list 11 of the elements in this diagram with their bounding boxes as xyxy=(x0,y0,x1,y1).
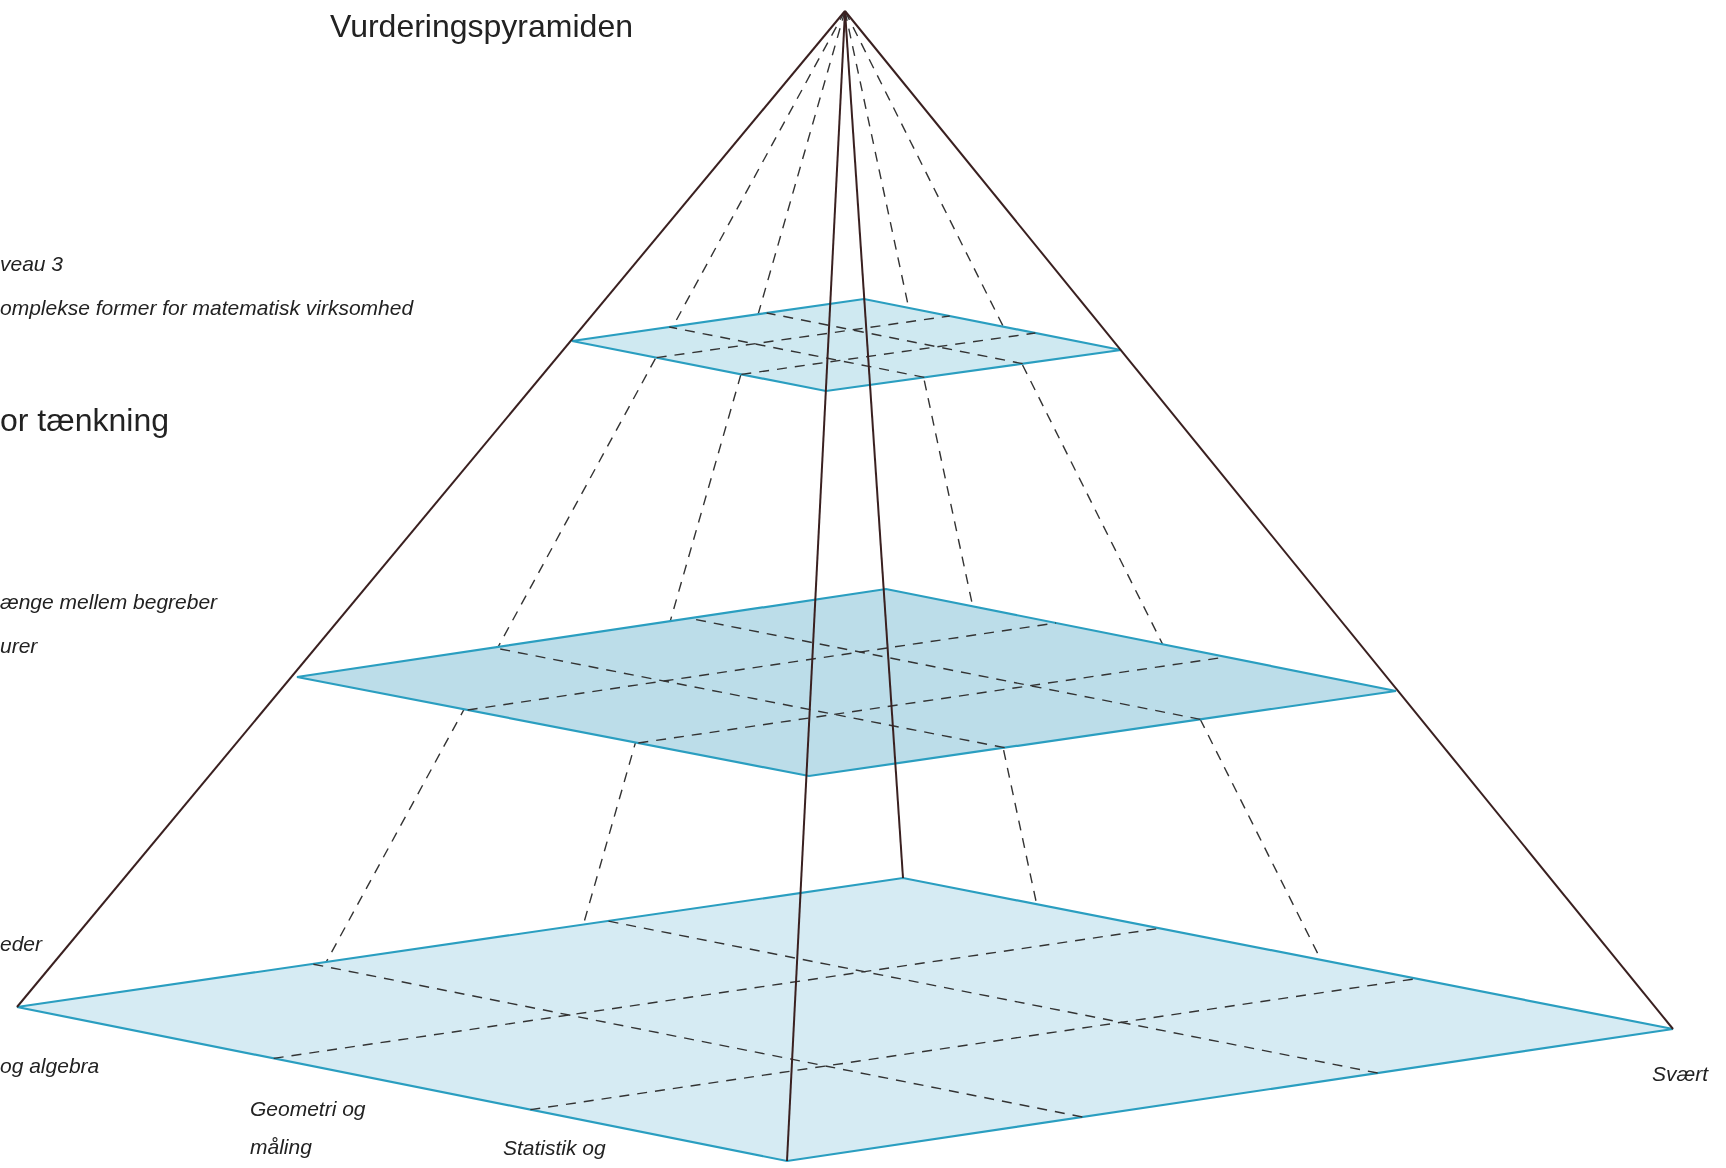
title: Vurderingspyramiden xyxy=(330,7,633,46)
level-description: urer xyxy=(0,633,38,659)
level-label: veau 3 xyxy=(0,251,64,277)
level-description: ænge mellem begreber xyxy=(0,589,218,615)
level-description: omplekse former for matematisk virksomhed xyxy=(0,295,414,321)
category-heading: or tænkning xyxy=(0,401,169,440)
axis-label: Svært xyxy=(1652,1061,1708,1087)
axis-label: Geometri og måling xyxy=(250,1096,367,1160)
level-description: eder xyxy=(0,931,43,957)
axis-label: og algebra xyxy=(0,1053,100,1079)
axis-label: Statistik og xyxy=(503,1135,606,1161)
